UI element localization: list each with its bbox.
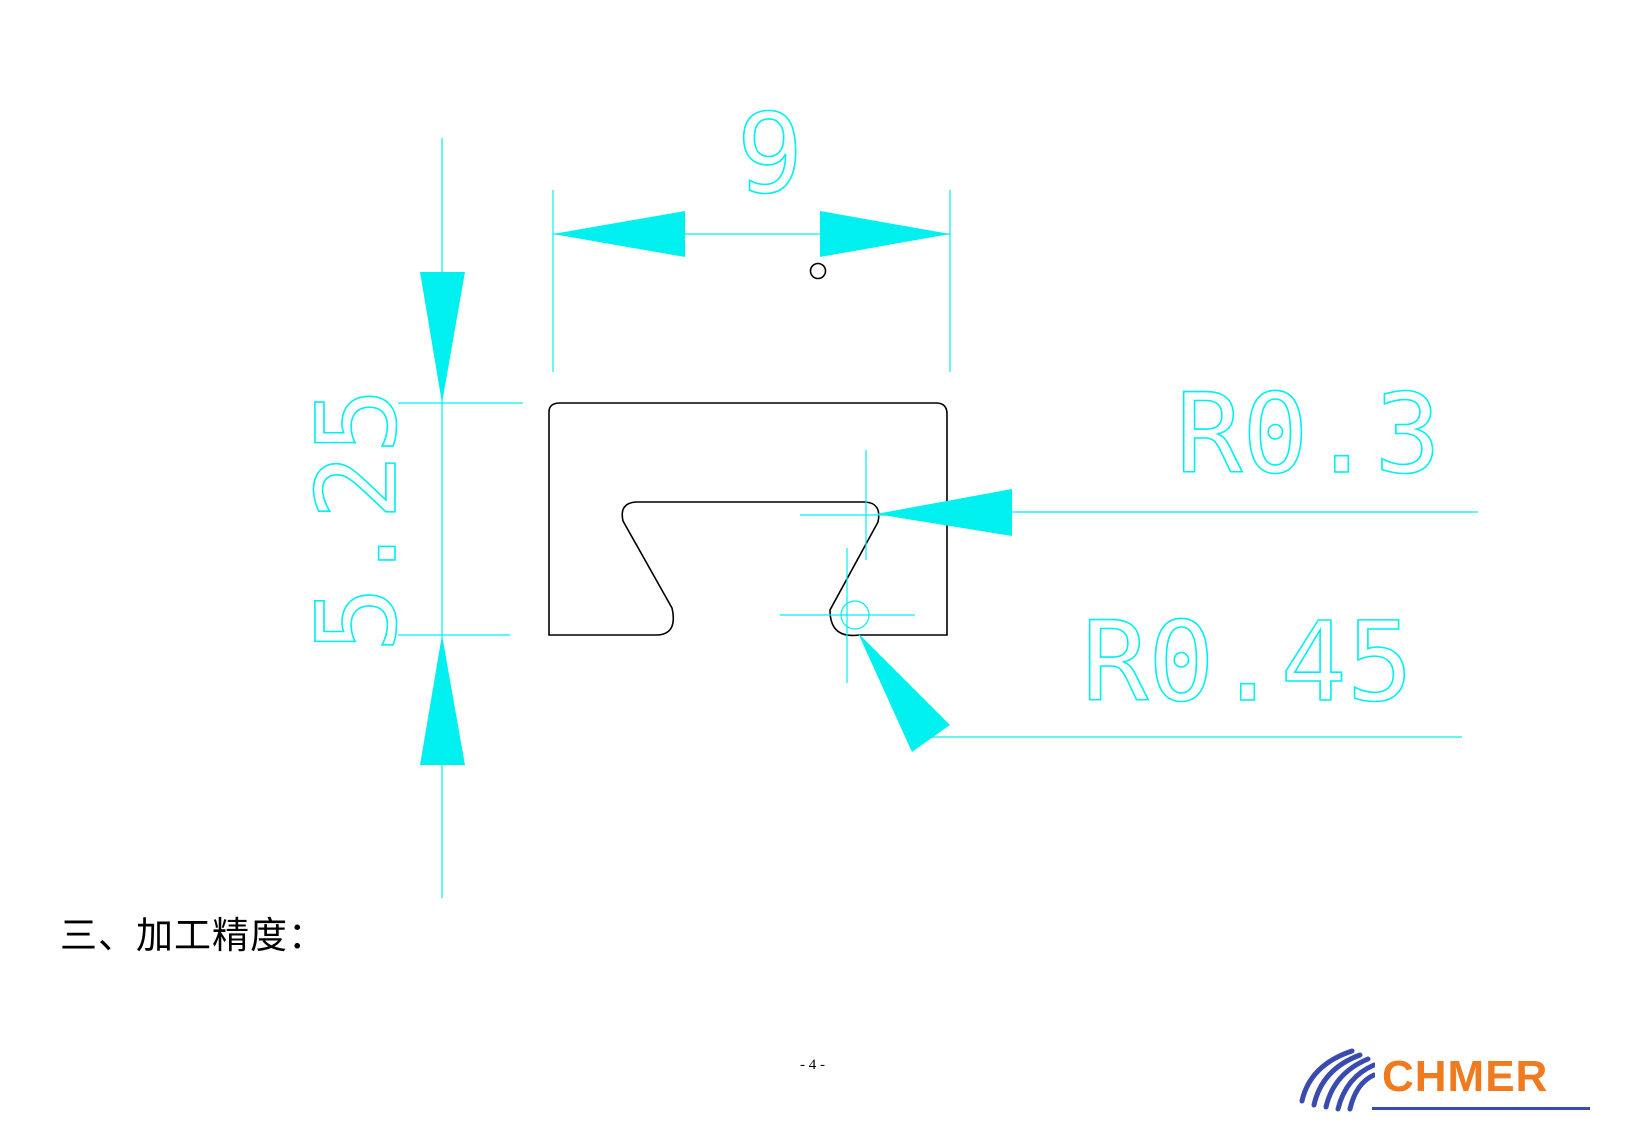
logo-swoosh-icon [1299, 1048, 1375, 1112]
logo-wordmark: CHMER [1382, 1052, 1549, 1101]
height-dimension: 5.25 [292, 138, 523, 898]
arrowhead-bottom [420, 635, 465, 765]
radius-callout-upper: R0.3 [800, 369, 1478, 560]
part-profile [548, 402, 948, 637]
dimension-annotations: 9 5.25 R0.3 R0.45 [292, 89, 1478, 898]
section-heading: 三、加工精度： [60, 914, 326, 957]
leader-arrowhead [858, 633, 950, 752]
leader-arrowhead [876, 489, 1012, 536]
arrowhead-top [420, 272, 465, 403]
company-logo: CHMER [1290, 1045, 1610, 1117]
arrowhead-left [553, 211, 685, 257]
page-number: - 4 - [800, 1057, 825, 1073]
width-dimension: 9 [552, 89, 951, 372]
radius-callout-lower-label: R0.45 [1082, 598, 1413, 726]
part-outline [548, 262, 948, 637]
reference-point-marker [809, 262, 827, 280]
logo-underline [1372, 1107, 1590, 1110]
radius-callout-upper-label: R0.3 [1176, 370, 1441, 498]
arrowhead-right [820, 211, 950, 257]
height-dimension-label: 5.25 [293, 388, 421, 653]
radius-center-arc [840, 600, 870, 630]
radius-callout-lower: R0.45 [780, 548, 1462, 752]
technical-drawing: 9 5.25 R0.3 R0.45 [292, 89, 1478, 898]
width-dimension-label: 9 [737, 90, 803, 218]
